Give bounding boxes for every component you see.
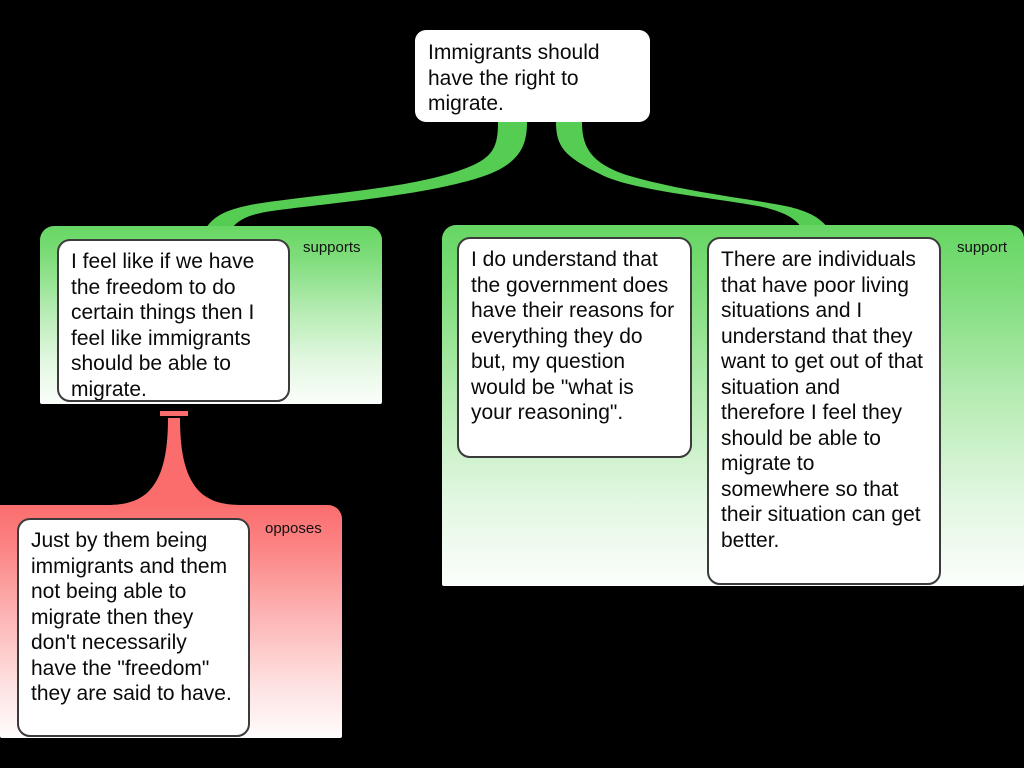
root-claim-card[interactable]: Immigrants should have the right to migr… <box>415 30 650 122</box>
connector-root-to-right-supports <box>556 122 828 228</box>
connector-left-supports-to-opposes <box>104 418 244 505</box>
relation-label-supports-left: supports <box>303 239 361 256</box>
relation-label-opposes: opposes <box>265 520 322 537</box>
claim-card-freedom[interactable]: I feel like if we have the freedom to do… <box>57 239 290 402</box>
claim-card-government-reasons[interactable]: I do understand that the government does… <box>457 237 692 458</box>
connector-opposes-cap <box>160 411 188 416</box>
connector-root-to-left-supports <box>206 122 527 228</box>
claim-card-not-freedom[interactable]: Just by them being immigrants and them n… <box>17 518 250 737</box>
relation-label-supports-right: support <box>957 239 1008 256</box>
claim-card-poor-living[interactable]: There are individuals that have poor liv… <box>707 237 941 585</box>
